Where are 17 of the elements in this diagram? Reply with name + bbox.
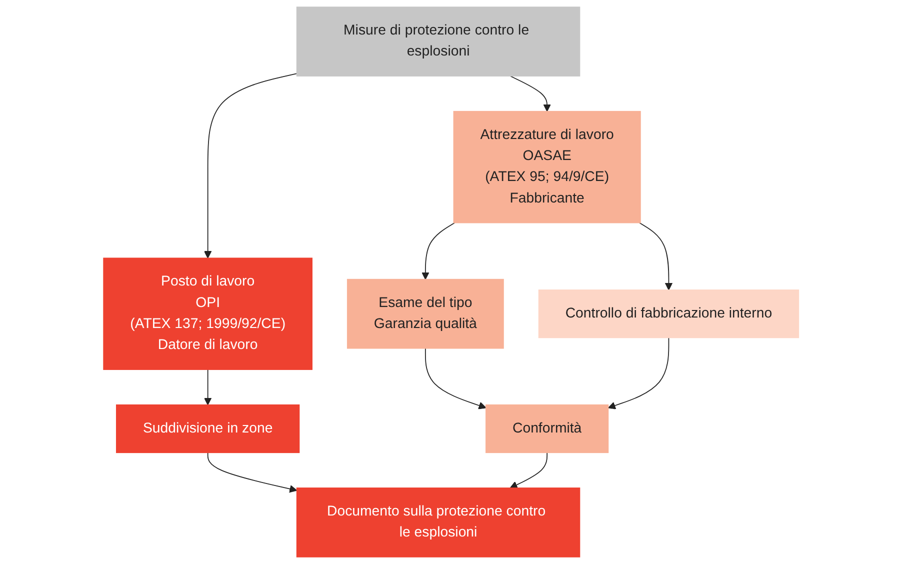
arrow xyxy=(510,452,548,488)
node-box: Suddivisione in zone xyxy=(116,404,300,454)
arrow xyxy=(421,222,456,280)
node-box: Conformità xyxy=(485,404,608,454)
arrow xyxy=(204,369,212,406)
node-box: Attrezzature di lavoro OASAE (ATEX 95; 94/9/CE) Fabbricante xyxy=(453,110,641,224)
arrow xyxy=(207,452,298,493)
arrow xyxy=(204,73,298,258)
arrow xyxy=(510,76,551,112)
arrow xyxy=(608,337,670,410)
node-box: Documento sulla protezione contro le esplosioni xyxy=(296,488,580,558)
node-box: Esame del tipo Garanzia qualità xyxy=(346,278,504,349)
node-box: Controllo di fabbricazione interno xyxy=(538,290,799,338)
node-box: Misure di protezione contro le esplosioni xyxy=(296,6,580,76)
arrow xyxy=(638,222,672,290)
node-box: Posto di lavoro OPI (ATEX 137; 1999/92/CE) Datore di lavoro xyxy=(103,258,312,370)
arrow xyxy=(424,348,486,410)
